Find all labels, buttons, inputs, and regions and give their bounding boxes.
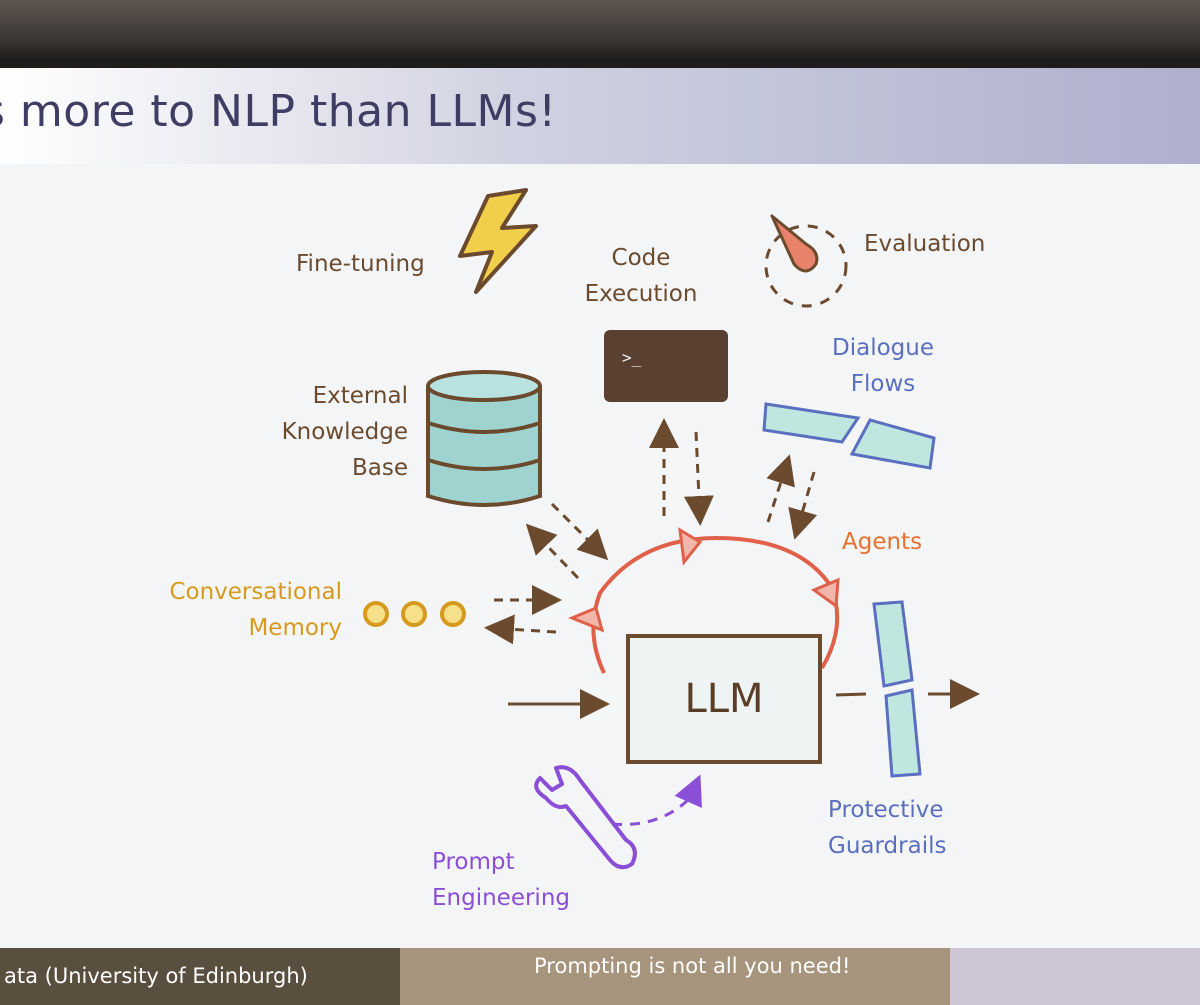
label-external-kb: External Knowledge Base	[248, 378, 408, 486]
database-icon	[426, 370, 542, 507]
lightning-icon	[458, 188, 538, 294]
label-agents: Agents	[842, 529, 923, 555]
label-memory: Memory	[248, 615, 342, 641]
slide-footer: ata (University of Edinburgh) Prompting …	[0, 948, 1200, 1005]
footer-left-text: ata (University of Edinburgh)	[4, 964, 308, 988]
label-base: Base	[351, 455, 408, 481]
gauge-icon	[764, 214, 848, 308]
slide-title: s more to NLP than LLMs!	[0, 86, 557, 137]
solid-arrows	[508, 679, 980, 719]
label-conversational-memory: Conversational Memory	[92, 574, 342, 646]
footer-center-text: Prompting is not all you need!	[534, 954, 851, 978]
diagram-art: >_	[363, 188, 980, 870]
guardrail-icon	[872, 600, 922, 778]
dashed-arrows	[484, 418, 818, 645]
label-guardrails: Guardrails	[828, 833, 947, 859]
label-code-execution: Code Execution	[566, 240, 716, 312]
memory-dots-icon	[363, 601, 466, 627]
label-dialogue: Dialogue	[832, 335, 934, 361]
room-ceiling	[0, 0, 1200, 60]
label-dialogue-flows: Dialogue Flows	[808, 330, 958, 402]
label-knowledge: Knowledge	[281, 419, 408, 445]
projector-screen: s more to NLP than LLMs!	[0, 68, 1200, 1005]
label-evaluation: Evaluation	[864, 231, 986, 257]
label-prompt: Prompt	[432, 849, 515, 875]
agents-loop	[568, 527, 840, 674]
terminal-icon: >_	[604, 330, 728, 402]
label-protective-guardrails: Protective Guardrails	[828, 792, 946, 864]
label-external: External	[312, 383, 408, 409]
label-execution: Execution	[584, 281, 698, 307]
terminal-prompt: >_	[622, 348, 642, 367]
label-conversational: Conversational	[169, 579, 342, 605]
dialogue-flow-icon	[762, 402, 936, 470]
label-flows: Flows	[850, 371, 916, 397]
label-fine-tuning: Fine-tuning	[296, 251, 425, 277]
label-engineering: Engineering	[432, 885, 570, 911]
llm-box: LLM	[626, 634, 822, 764]
footer-center-band: Prompting is not all you need!	[400, 948, 950, 1005]
label-protective: Protective	[828, 797, 944, 823]
label-prompt-engineering: Prompt Engineering	[432, 844, 570, 916]
slide-title-bar: s more to NLP than LLMs!	[0, 68, 1200, 164]
label-code: Code	[611, 245, 671, 271]
wrench-icon	[534, 765, 637, 870]
footer-right-band	[950, 948, 1200, 1005]
prompt-arrow	[611, 774, 702, 826]
footer-left-band: ata (University of Edinburgh)	[0, 948, 400, 1005]
